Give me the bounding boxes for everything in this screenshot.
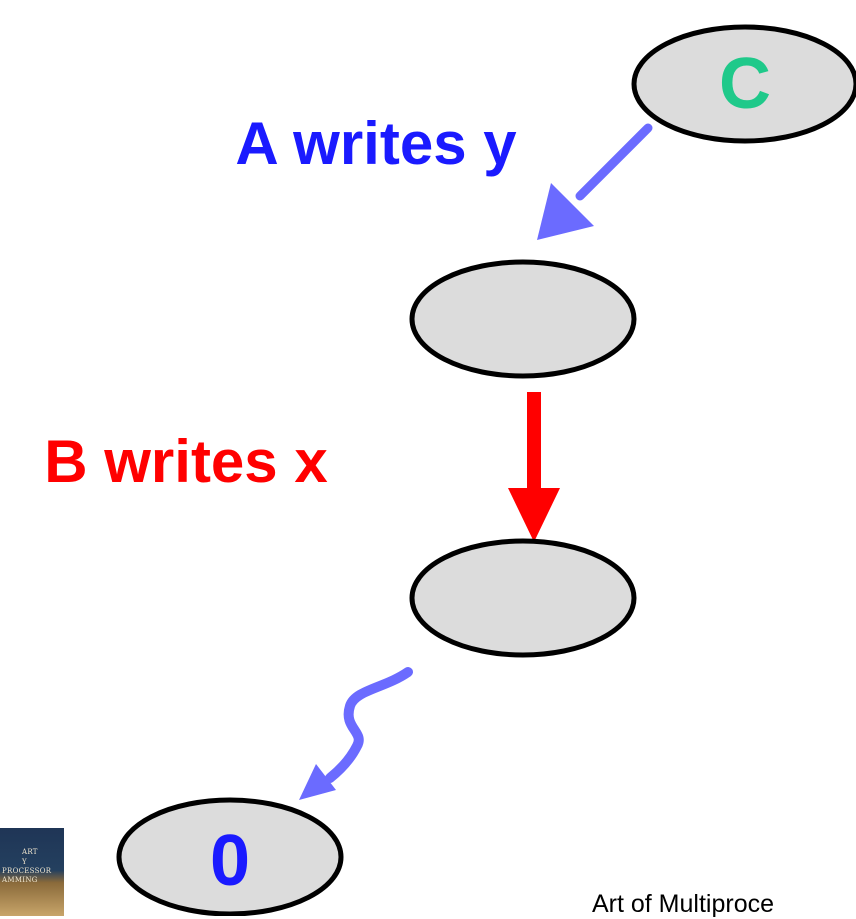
node-lower-shape	[409, 538, 637, 658]
node-top-label: C	[719, 44, 771, 124]
node-bottom-shape	[116, 797, 344, 916]
book-cover-line: PROCESSOR	[2, 867, 52, 875]
node-top: C	[631, 24, 856, 144]
node-bottom-label: 0	[210, 821, 250, 901]
footer-text: Art of Multiproce	[592, 890, 775, 918]
arrow-b-writes-x	[508, 392, 560, 542]
book-cover-line: Y	[22, 858, 27, 866]
book-cover-line: AMMING	[2, 876, 38, 884]
node-top-shape	[631, 24, 856, 144]
edge-label-a-writes-y: A writes y	[235, 110, 517, 177]
edge-label-b-writes-x: B writes x	[44, 428, 327, 495]
book-cover-thumbnail: ART Y PROCESSOR AMMING	[0, 828, 64, 916]
node-bottom: 0	[116, 797, 344, 916]
arrow-a-writes-y	[537, 123, 653, 240]
node-middle-shape	[409, 259, 637, 379]
arrow-to-zero	[299, 667, 413, 800]
book-cover-line: ART	[22, 848, 38, 856]
